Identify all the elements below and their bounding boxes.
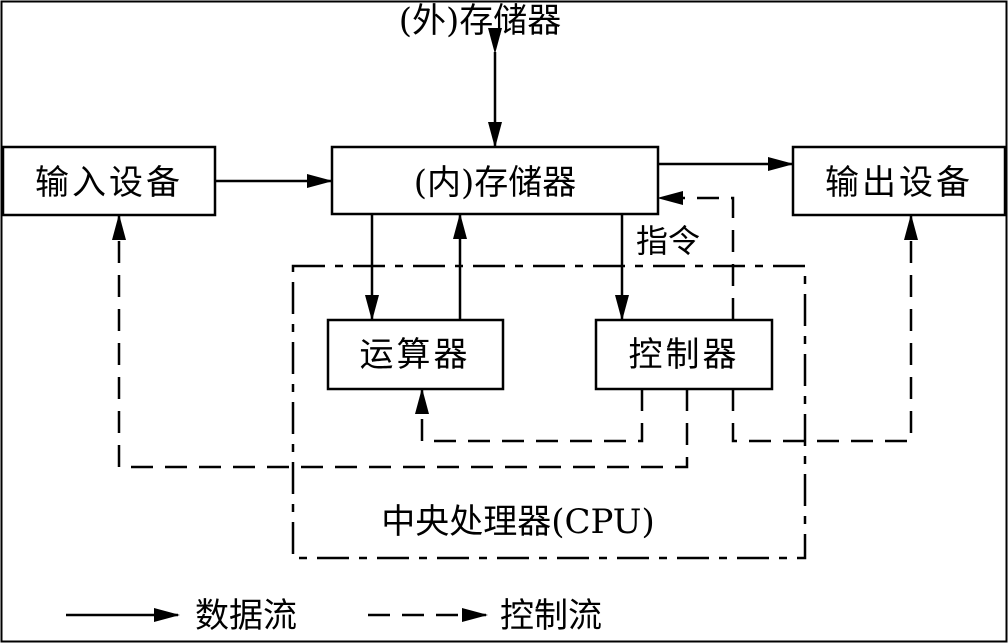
alu-label: 运算器 <box>360 335 471 375</box>
external-storage-label: (外)存储器 <box>399 1 562 41</box>
cpu-label: 中央处理器(CPU) <box>381 502 654 542</box>
controller-box: 控制器 <box>594 318 774 391</box>
input-device-label: 输入设备 <box>35 163 183 203</box>
controller-to-alu-control <box>415 388 644 443</box>
controller-to-input-control <box>112 214 689 469</box>
legend: 数据流 控制流 <box>66 596 602 636</box>
controller-label: 控制器 <box>629 335 740 375</box>
controller-to-storage-control <box>657 191 735 320</box>
output-device-label: 输出设备 <box>825 163 973 203</box>
legend-control-flow-label: 控制流 <box>500 596 602 636</box>
output-device-box: 输出设备 <box>791 145 1007 217</box>
internal-storage-box: (内)存储器 <box>330 145 660 216</box>
input-device-box: 输入设备 <box>1 145 217 217</box>
instruction-label: 指令 <box>636 222 700 260</box>
cpu-boundary <box>291 264 807 560</box>
legend-data-flow-label: 数据流 <box>195 596 297 636</box>
internal-storage-label: (内)存储器 <box>414 163 577 203</box>
alu-box: 运算器 <box>326 318 505 391</box>
controller-to-output-control <box>731 214 918 443</box>
